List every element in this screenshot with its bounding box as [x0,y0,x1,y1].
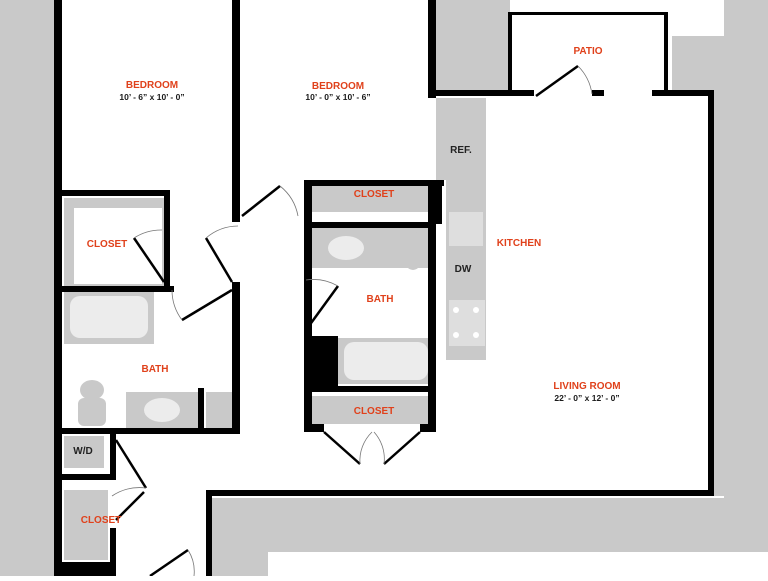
bedroom-left-dimensions: 10’ - 6” x 10’ - 0” [119,92,185,102]
living-room-dimensions: 22’ - 0” x 12’ - 0” [554,393,620,403]
living-room-label: LIVING ROOM [553,381,621,392]
closet-center-top-label: CLOSET [353,189,395,200]
walls [54,0,714,576]
bath-left-label: BATH [141,364,169,375]
closet-left-label: CLOSET [86,239,128,250]
closet-bottom-left-label: CLOSET [80,515,122,526]
patio-label: PATIO [573,46,603,57]
refrigerator-label: REF. [450,145,472,156]
washer-dryer-label: W/D [73,446,93,457]
bedroom-center-dimensions: 10’ - 0” x 10’ - 6” [305,92,371,102]
closet-center-bottom-label: CLOSET [353,406,395,417]
bath-center-label: BATH [366,294,394,305]
dishwasher-label: DW [454,264,472,275]
kitchen-label: KITCHEN [496,238,542,249]
fixtures [64,98,486,560]
doors [111,64,593,578]
bedroom-center-label: BEDROOM [311,81,365,92]
bedroom-left-label: BEDROOM [125,80,179,91]
